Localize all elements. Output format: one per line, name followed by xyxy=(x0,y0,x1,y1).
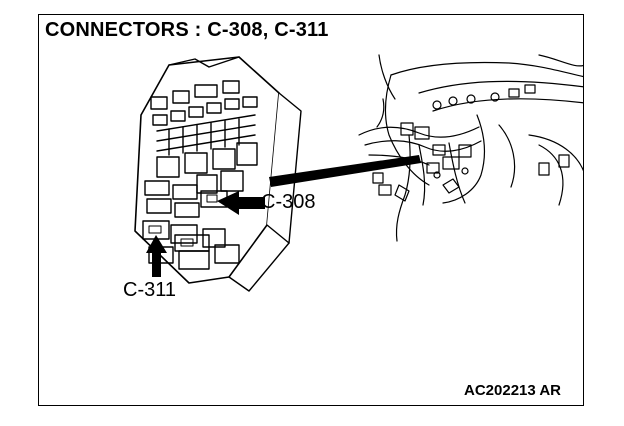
junction-block-illustration xyxy=(134,56,302,292)
c311-arrow xyxy=(146,235,167,277)
c308-arrow xyxy=(217,155,421,215)
dashboard-wiring-illustration xyxy=(358,54,583,242)
connector-diagram xyxy=(134,54,583,292)
figure-code: AC202213 AR xyxy=(464,382,561,399)
callout-c311: C-311 xyxy=(123,279,176,301)
callout-c308: C-308 xyxy=(261,191,316,213)
diagram-frame: CONNECTORS : C-308, C-311 C-308 C-311 AC… xyxy=(38,14,584,406)
diagram-title: CONNECTORS : C-308, C-311 xyxy=(45,19,329,41)
